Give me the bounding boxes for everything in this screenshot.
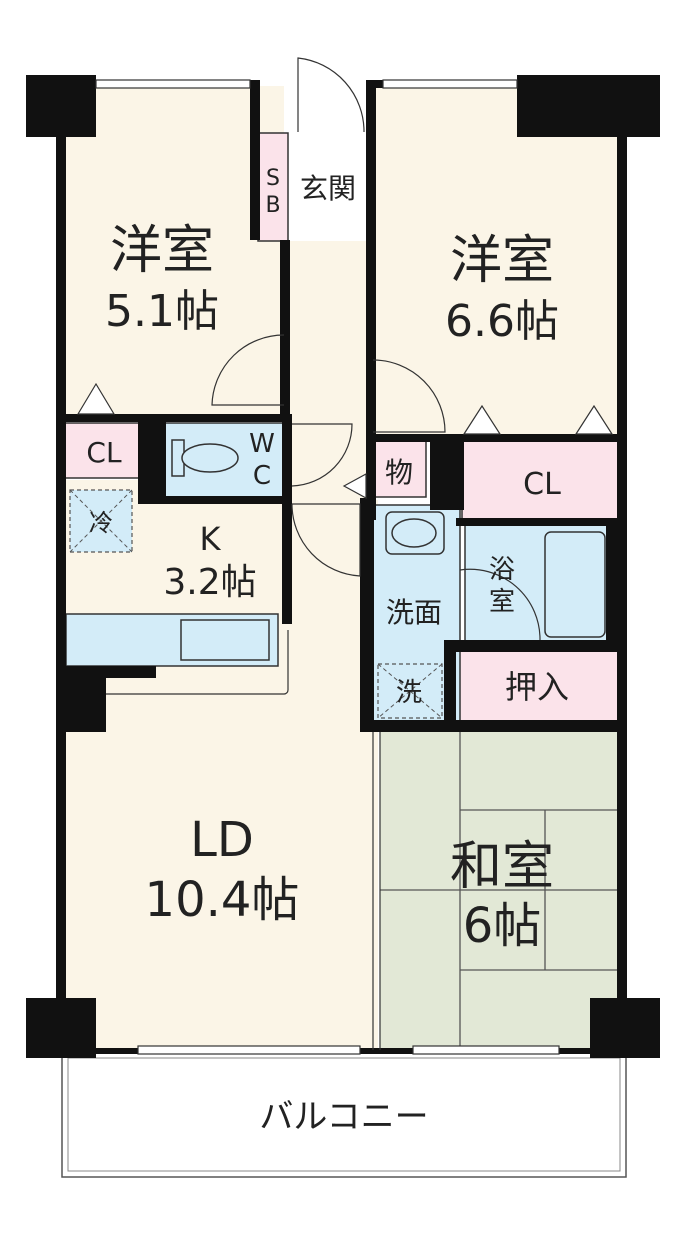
balcony [61, 1051, 627, 1178]
bathtub [544, 531, 606, 638]
oshiire [451, 650, 623, 724]
labels: 洋室 5.1帖 洋室 6.6帖 S B 玄関 CL CL W C 物 冷 K 3… [86, 166, 569, 1137]
japanese-room-name: 和室 [450, 837, 554, 897]
western-room-2-floor [373, 86, 623, 436]
wc-label-c: C [253, 461, 271, 491]
western-room-1-name: 洋室 [110, 221, 214, 281]
ld-size: 10.4帖 [145, 872, 300, 928]
door-swings [106, 57, 541, 695]
shoe-box-label-s: S [266, 166, 280, 191]
washroom-label: 洗面 [386, 596, 442, 629]
washbasin [385, 511, 445, 555]
kitchen-size: 3.2帖 [163, 562, 256, 603]
balcony-inner [67, 1057, 621, 1172]
wc-label-w: W [249, 429, 275, 459]
tatami-lines [380, 732, 623, 1052]
fridge-label: 冷 [89, 509, 113, 537]
closet-right-label: CL [523, 467, 561, 502]
closet-door-marks [76, 382, 614, 500]
kitchen-name: K [200, 520, 222, 558]
windows [95, 79, 560, 1055]
ld-floor [62, 500, 378, 1052]
entrance-label: 玄関 [300, 172, 356, 205]
fridge-space [69, 489, 133, 553]
shoe-box [257, 132, 289, 242]
washer-space [377, 663, 443, 719]
western-room-2-name: 洋室 [450, 231, 554, 291]
oshiire-label: 押入 [505, 668, 569, 706]
shoe-box-label-b: B [265, 193, 280, 218]
bathroom-label-1: 浴 [489, 555, 515, 585]
kitchen-sink [180, 619, 270, 661]
western-room-1-floor [62, 86, 284, 416]
bathroom-label-2: 室 [489, 587, 515, 617]
toilet [171, 439, 239, 477]
sliding-door-japanese [372, 732, 381, 1050]
washer-label: 洗 [396, 678, 422, 708]
western-room-1-size: 5.1帖 [105, 286, 219, 337]
balcony-label: バルコニー [259, 1097, 428, 1137]
japanese-room-floor [380, 732, 623, 1052]
ld-name: LD [190, 812, 254, 868]
closet-left-label: CL [86, 436, 122, 469]
hallway-floor [289, 241, 367, 503]
storage-label: 物 [385, 456, 413, 489]
japanese-room-size: 6帖 [463, 898, 542, 954]
western-room-2-size: 6.6帖 [445, 296, 559, 347]
